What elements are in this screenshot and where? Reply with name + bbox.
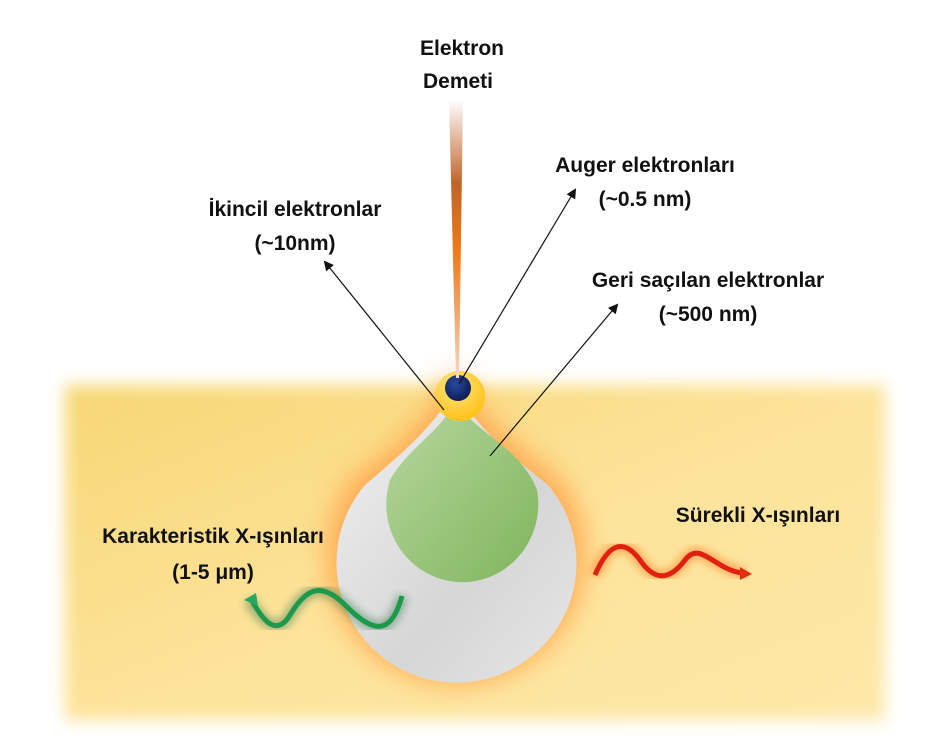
auger-electron-zone bbox=[445, 375, 471, 401]
backscattered-label-line1: Geri saçılan elektronlar bbox=[592, 269, 824, 292]
auger-label-line1: Auger elektronları bbox=[555, 154, 735, 177]
continuous-xray-wave bbox=[589, 540, 752, 582]
secondary-label-line2: (~10nm) bbox=[254, 232, 335, 255]
backscattered-electron-arrow bbox=[489, 303, 619, 457]
beam-label-line2: Demeti bbox=[423, 70, 493, 93]
auger-electron-arrow bbox=[458, 188, 577, 385]
secondary-label-line1: İkincil elektronlar bbox=[209, 198, 382, 221]
characteristic-label-line2: (1-5 μm) bbox=[172, 561, 254, 584]
characteristic-label-line1: Karakteristik X-ışınları bbox=[102, 525, 324, 548]
beam-label-line1: Elektron bbox=[420, 37, 504, 60]
characteristic-xray-wave bbox=[243, 584, 408, 633]
continuous-label: Sürekli X-ışınları bbox=[676, 504, 841, 527]
backscattered-label-line2: (~500 nm) bbox=[659, 303, 758, 326]
secondary-electron-arrow bbox=[323, 260, 445, 411]
electron-beam bbox=[449, 100, 463, 378]
auger-label-line2: (~0.5 nm) bbox=[599, 188, 692, 211]
